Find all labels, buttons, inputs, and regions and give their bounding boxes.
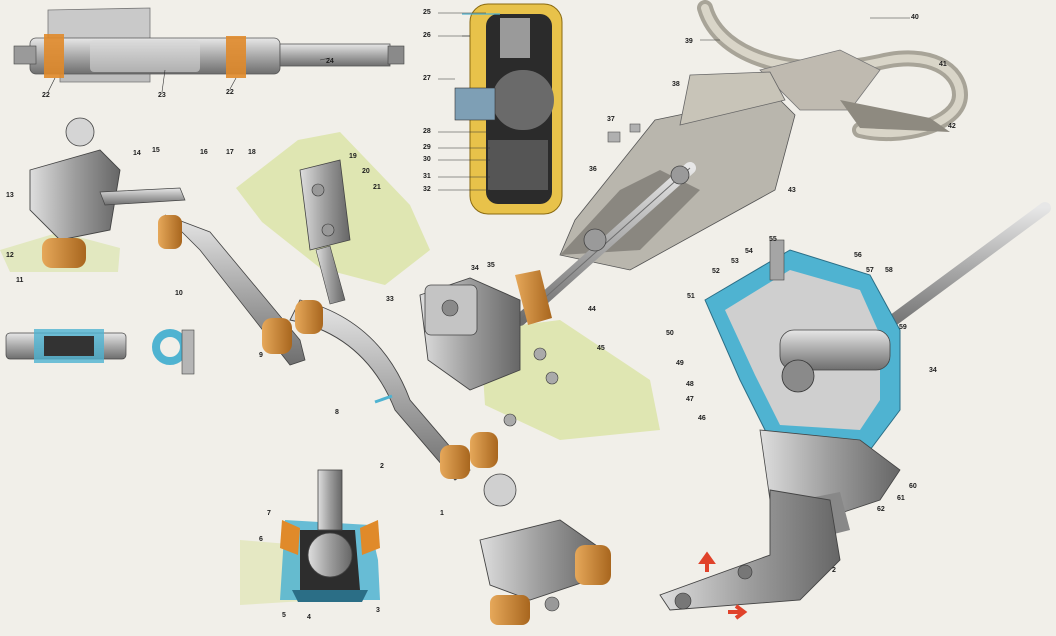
callout-2: 2	[380, 463, 384, 470]
callout-27: 27	[423, 75, 431, 82]
callout-44: 44	[588, 306, 596, 313]
callout-36: 36	[589, 166, 597, 173]
callout-51: 51	[687, 293, 695, 300]
callout-30: 30	[423, 156, 431, 163]
steering-knuckle	[479, 473, 611, 625]
callout-14: 14	[133, 150, 141, 157]
callout-3: 3	[376, 607, 380, 614]
callout-47: 47	[686, 396, 694, 403]
column-switch-cutaway	[438, 3, 563, 215]
callout-41: 41	[939, 61, 947, 68]
callout-26: 26	[423, 32, 431, 39]
callout-33: 33	[386, 296, 394, 303]
tie-rod-adjuster-section	[5, 329, 195, 375]
callout-40: 40	[911, 14, 919, 21]
callout-12: 12	[6, 252, 14, 259]
steering-column-shaft	[13, 7, 405, 93]
callout-9: 9	[259, 352, 263, 359]
callout-4: 4	[307, 614, 311, 621]
column-housing	[514, 71, 796, 326]
gearbox-cutaway	[659, 202, 1051, 620]
callout-56: 56	[854, 252, 862, 259]
callout-13: 13	[6, 192, 14, 199]
callout-62: 62	[877, 506, 885, 513]
callout-20: 20	[362, 168, 370, 175]
callout-18: 18	[248, 149, 256, 156]
callout-48: 48	[686, 381, 694, 388]
callout-37: 37	[607, 116, 615, 123]
callout-49: 49	[676, 360, 684, 367]
callout-6: 6	[259, 536, 263, 543]
callout-17: 17	[226, 149, 234, 156]
callout-60: 60	[909, 483, 917, 490]
callout-52: 52	[712, 268, 720, 275]
steering-wheel	[697, 0, 969, 141]
callout-58: 58	[885, 267, 893, 274]
callout-32: 32	[423, 186, 431, 193]
callout-46: 46	[698, 415, 706, 422]
callout-39: 39	[685, 38, 693, 45]
callout-61: 61	[897, 495, 905, 502]
callout-57: 57	[866, 267, 874, 274]
callout-10: 10	[175, 290, 183, 297]
callout-2: 2	[832, 567, 836, 574]
callout-5: 5	[282, 612, 286, 619]
callout-24: 24	[326, 58, 334, 65]
callout-38: 38	[672, 81, 680, 88]
callout-53: 53	[731, 258, 739, 265]
callout-31: 31	[423, 173, 431, 180]
callout-35: 35	[487, 262, 495, 269]
callout-16: 16	[200, 149, 208, 156]
callout-50: 50	[666, 330, 674, 337]
steering-gearbox-mounted	[419, 270, 559, 427]
callout-34: 34	[471, 265, 479, 272]
callout-34: 34	[929, 367, 937, 374]
callout-1: 1	[440, 510, 444, 517]
callout-55: 55	[769, 236, 777, 243]
ball-joint-cutaway	[240, 469, 380, 605]
callout-8: 8	[335, 409, 339, 416]
callout-54: 54	[745, 248, 753, 255]
callout-19: 19	[349, 153, 357, 160]
callout-28: 28	[423, 128, 431, 135]
callout-42: 42	[948, 123, 956, 130]
callout-29: 29	[423, 144, 431, 151]
callout-22: 22	[42, 92, 50, 99]
callout-7: 7	[267, 510, 271, 517]
callout-25: 25	[423, 9, 431, 16]
callout-43: 43	[788, 187, 796, 194]
callout-45: 45	[597, 345, 605, 352]
callout-22: 22	[226, 89, 234, 96]
callout-21: 21	[373, 184, 381, 191]
callout-23: 23	[158, 92, 166, 99]
callout-11: 11	[16, 277, 24, 284]
callout-59: 59	[899, 324, 907, 331]
callout-15: 15	[152, 147, 160, 154]
steering-linkage	[29, 117, 498, 481]
